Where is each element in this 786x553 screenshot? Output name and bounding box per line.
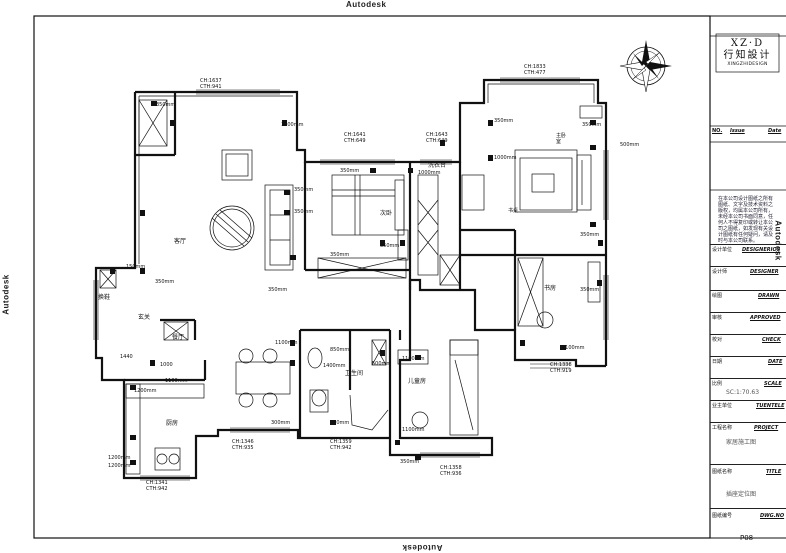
socket-height: 350mm — [155, 279, 175, 285]
issue-no: NO. — [712, 128, 723, 134]
note-line: 时与本公司联系。 — [718, 238, 759, 244]
socket-height: 1200mm — [108, 455, 131, 461]
socket-height: 350mm — [330, 420, 350, 426]
dimension-label: 1000 — [160, 362, 173, 368]
ceiling-label-dining: CH:1346 CTH:935 — [232, 439, 254, 451]
tb-row-dwgno: 图纸编号 DWG.NO — [710, 508, 786, 539]
ceiling-label-second: CH:1641 CTH:649 — [344, 132, 366, 144]
room-label-kids: 儿童房 — [408, 378, 427, 385]
tb-row-title: 图纸名称 TITLE 插座定位图 — [710, 464, 786, 509]
socket-height: 350mm — [400, 459, 420, 465]
room-label-master: 主卧室 — [556, 133, 567, 145]
note-line: 在本公司设计图纸之所有 — [718, 196, 774, 202]
socket-height: 1100mm — [562, 345, 585, 351]
socket-height: 350mm — [580, 287, 600, 293]
socket-height: 350mm — [340, 168, 360, 174]
socket-height: 1200mm — [281, 122, 304, 128]
logo-main: XZ·D — [730, 38, 765, 49]
ceiling-label-kids: CH:1358 CTH:936 — [440, 465, 462, 477]
tb-row-date: 日期 DATE — [710, 356, 786, 379]
socket-height: 350mm — [380, 243, 400, 249]
tb-row-designerios: 设计单位 DESIGNERIOS — [710, 244, 786, 263]
watermark-top: Autodesk — [346, 0, 387, 9]
socket-height: 500mm — [372, 361, 392, 367]
socket-height: 350mm — [294, 187, 314, 193]
note-line: 版权，均属本公司所有， — [718, 208, 774, 214]
socket-height: 350mm — [156, 102, 176, 108]
room-label-kitchen: 厨房 — [166, 420, 179, 427]
logo-en: XINGZHIDESIGN — [727, 62, 768, 67]
room-label-dining: 餐厅 — [172, 334, 185, 341]
room-label-bath: 卫生间 — [345, 370, 364, 377]
socket-height: 1200mm — [108, 463, 131, 469]
socket-height: 350mm — [330, 252, 350, 258]
room-label-study: 书房 — [544, 285, 557, 292]
room-label-entry: 玄关 — [138, 314, 151, 321]
tb-row-project: 工程名称 PROJECT 家居施工图 — [710, 422, 786, 465]
room-label-second: 次卧 — [380, 210, 393, 217]
tb-row-check: 校对 CHECK — [710, 334, 786, 357]
note-line: 司之图纸，如发现有关设 — [718, 226, 774, 232]
socket-height: 300mm — [271, 420, 291, 426]
note-line: 计图纸有任何疑问，请及 — [718, 232, 774, 238]
tb-row-designer: 设计师 DESIGNER — [710, 266, 786, 289]
socket-height: 1400mm — [323, 363, 346, 369]
logo-cn: 行知設计 — [723, 50, 772, 61]
ceiling-label-bath: CH:1359 CTH:942 — [330, 439, 352, 451]
tb-row-approved: 审核 APPROVED — [710, 312, 786, 335]
socket-height: 1100mm — [275, 340, 298, 346]
notes-block: 在本公司设计图纸之所有 图纸、文字及技术资料之 版权，均属本公司所有， 未经本公… — [718, 196, 782, 244]
room-label-shoes: 换鞋 — [98, 294, 111, 301]
page-number: P08 — [740, 534, 754, 542]
issue-label: Issue — [730, 128, 745, 134]
ceiling-label-study: CH:1338 CTH:919 — [550, 362, 572, 374]
socket-height: 150mm — [126, 264, 146, 270]
logo-block: XZ·D 行知設计 XINGZHIDESIGN — [716, 38, 779, 68]
socket-height: 1100mm — [402, 427, 425, 433]
room-label-wash: 洗衣台 — [428, 162, 447, 169]
socket-height: 1100mm — [165, 378, 188, 384]
dimension-label: 1440 — [120, 354, 133, 360]
socket-height: 1000mm — [418, 170, 441, 176]
ceiling-label-kitchen: CH:1341 CTH:942 — [146, 480, 168, 492]
ceiling-label-living: CH:1637 CTH:941 — [200, 78, 222, 90]
socket-height: 350mm — [294, 209, 314, 215]
compass-icon — [619, 40, 672, 93]
socket-height: 1200mm — [134, 388, 157, 394]
socket-height: 350mm — [268, 287, 288, 293]
socket-height: 1000mm — [494, 155, 517, 161]
tb-row-scale: 比例 SCALE SC:1:70.63 — [710, 378, 786, 401]
room-label-desk: 书桌 — [508, 208, 519, 214]
ceiling-label-corridor: CH:1643 CTH:649 — [426, 132, 448, 144]
note-line: 何人不得复印或转让本公 — [718, 220, 774, 226]
room-label-living: 客厅 — [174, 238, 187, 245]
socket-height: 850mm — [330, 347, 350, 353]
socket-height: 500mm — [620, 142, 640, 148]
socket-height: 350mm — [580, 232, 600, 238]
tb-row-drawn: 绘图 DRAWN — [710, 290, 786, 313]
note-line: 图纸、文字及技术资料之 — [718, 202, 774, 208]
socket-height: 350mm — [494, 118, 514, 124]
date-label: Date — [768, 128, 782, 134]
tb-row-client: 业主单位 TUENTELE — [710, 400, 786, 423]
socket-height: 1100mm — [402, 356, 425, 362]
note-line: 未经本公司书面同意，任 — [718, 214, 774, 220]
ceiling-label-master: CH:1833 CTH:477 — [524, 64, 546, 76]
socket-height: 350mm — [582, 122, 602, 128]
